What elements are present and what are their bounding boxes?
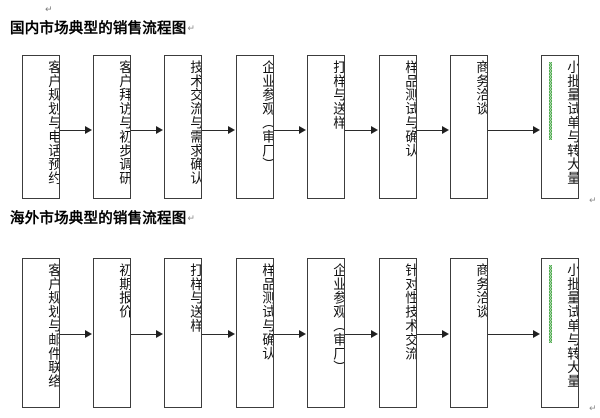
flow-node[interactable]: 小批量试单与转大量 [541,258,579,408]
flow-node[interactable]: 客户规划与邮件联络 [22,258,60,408]
flow-connector [488,130,534,131]
arrow-icon [85,126,92,134]
flow-node-label: 针对性技术交流 [402,263,417,361]
flow-node-label: 企业参观（审厂） [259,60,274,172]
flow-node[interactable]: 客户拜访与初步调研 [93,55,131,199]
flow-node[interactable]: 样品测试与确认 [236,258,274,408]
flow-node[interactable]: 企业参观（审厂） [236,55,274,199]
arrow-icon [156,330,163,338]
arrow-icon [299,126,306,134]
flow-node-label: 技术交流与需求确认 [187,60,202,186]
flow-node[interactable]: 样品测试与确认 [379,55,417,199]
flow-connector [417,334,443,335]
flow-connector [274,130,300,131]
arrow-icon [85,330,92,338]
flow-connector [60,334,86,335]
arrow-icon [442,126,449,134]
arrow-icon [299,330,306,338]
section-2-heading-mark: ↵ [187,213,196,224]
flow-connector [345,130,372,131]
flow-node-label: 客户规划与邮件联络 [45,263,60,389]
flow-node-label: 企业参观（审厂） [330,263,345,375]
flow-node-label: 样品测试与确认 [402,60,417,158]
flow-connector [131,130,157,131]
flow-connector [417,130,443,131]
grammar-marker-icon [549,265,552,343]
flow-node[interactable]: 针对性技术交流 [379,258,417,408]
flow-node-label: 客户规划与电话预约 [45,60,60,186]
flow-node-label: 客户拜访与初步调研 [116,60,131,186]
arrow-icon [371,330,378,338]
flow-connector [488,334,534,335]
flow-node-label: 商务洽谈 [473,263,488,319]
flow-node[interactable]: 企业参观（审厂） [307,258,345,408]
paragraph-mark-row2-end: ↵ [589,404,597,414]
paragraph-mark-row1-end: ↵ [589,196,597,206]
section-2-heading-text: 海外市场典型的销售流程图 [10,211,187,227]
flow-node[interactable]: 小批量试单与转大量 [541,55,579,199]
flow-node-label: 打样与送样 [330,60,345,130]
flow-node-label: 小批量试单与转大量 [564,263,579,389]
section-1-heading-text: 国内市场典型的销售流程图 [10,21,187,37]
flow-node[interactable]: 技术交流与需求确认 [164,55,202,199]
flow-connector [60,130,86,131]
paragraph-mark-top: ↵ [45,5,53,15]
flow-node[interactable]: 打样与送样 [307,55,345,199]
flow-node[interactable]: 初期报价 [93,258,131,408]
section-2-heading: 海外市场典型的销售流程图↵ [10,212,195,227]
flow-node-label: 样品测试与确认 [259,263,274,361]
flow-connector [345,334,372,335]
section-1-heading-mark: ↵ [187,23,196,34]
flow-connector [202,130,229,131]
flow-node[interactable]: 商务洽谈 [450,55,488,199]
arrow-icon [533,330,540,338]
flow-node-label: 小批量试单与转大量 [564,60,579,186]
flow-connector [274,334,300,335]
flow-node-label: 商务洽谈 [473,60,488,116]
flow-node-label: 打样与送样 [187,263,202,333]
arrow-icon [371,126,378,134]
arrow-icon [533,126,540,134]
flow-node[interactable]: 打样与送样 [164,258,202,408]
grammar-marker-icon [549,62,552,140]
arrow-icon [442,330,449,338]
flow-node-label: 初期报价 [116,263,131,319]
flow-node[interactable]: 商务洽谈 [450,258,488,408]
flow-node[interactable]: 客户规划与电话预约 [22,55,60,199]
arrow-icon [228,330,235,338]
arrow-icon [156,126,163,134]
arrow-icon [228,126,235,134]
flow-connector [202,334,229,335]
flow-connector [131,334,157,335]
section-1-heading: 国内市场典型的销售流程图↵ [10,22,195,37]
